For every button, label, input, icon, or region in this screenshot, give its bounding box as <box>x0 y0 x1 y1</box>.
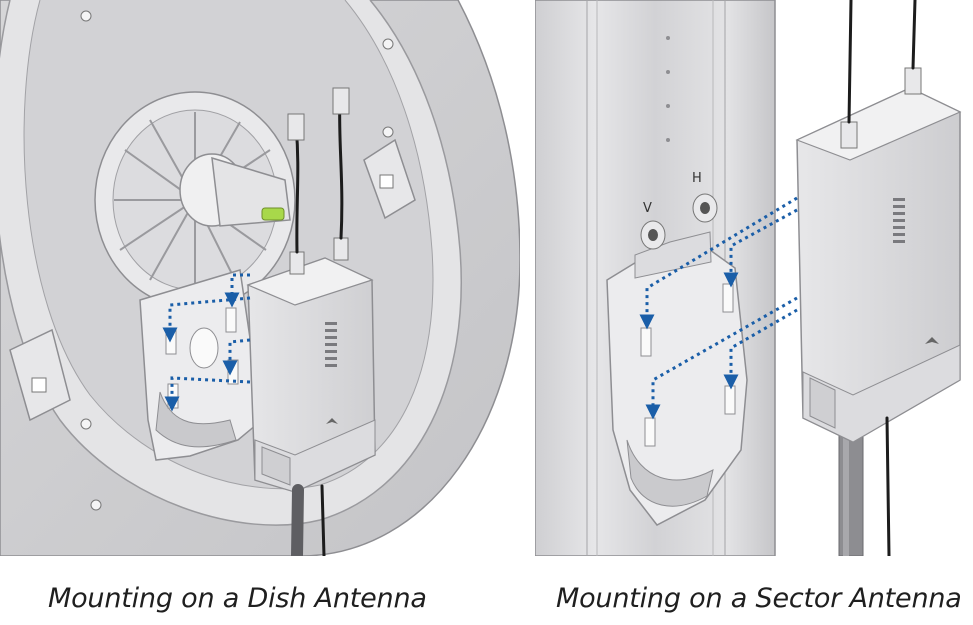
coax-cables <box>847 0 917 556</box>
radio-unit <box>246 237 376 493</box>
alignment-guides <box>162 273 251 412</box>
led-signal-meter-icon <box>325 322 337 367</box>
dish-illustration <box>0 0 520 556</box>
alignment-guides <box>639 196 798 420</box>
dish-antenna-figure <box>0 0 520 556</box>
radio-unit <box>795 67 962 443</box>
rf-connector-icon <box>289 237 349 275</box>
led-signal-meter-icon <box>893 198 905 243</box>
pol-label-h: H <box>692 171 702 186</box>
ubiquiti-logo-icon <box>925 337 939 344</box>
dish-mount-tab-left <box>9 328 71 422</box>
rf-connector-icon <box>634 193 718 279</box>
caption-dish: Mounting on a Dish Antenna <box>48 583 427 614</box>
pol-label-v: V <box>643 201 652 216</box>
sector-antenna-figure: V H <box>535 0 973 556</box>
feed-horn-assembly <box>94 91 296 309</box>
coax-cables <box>287 87 350 556</box>
rim-bolts <box>80 10 394 511</box>
caption-sector: Mounting on a Sector Antenna <box>556 583 962 614</box>
sector-illustration: V H <box>535 0 962 556</box>
ubiquiti-logo-icon <box>326 418 338 424</box>
level-bubble-icon <box>261 207 285 221</box>
